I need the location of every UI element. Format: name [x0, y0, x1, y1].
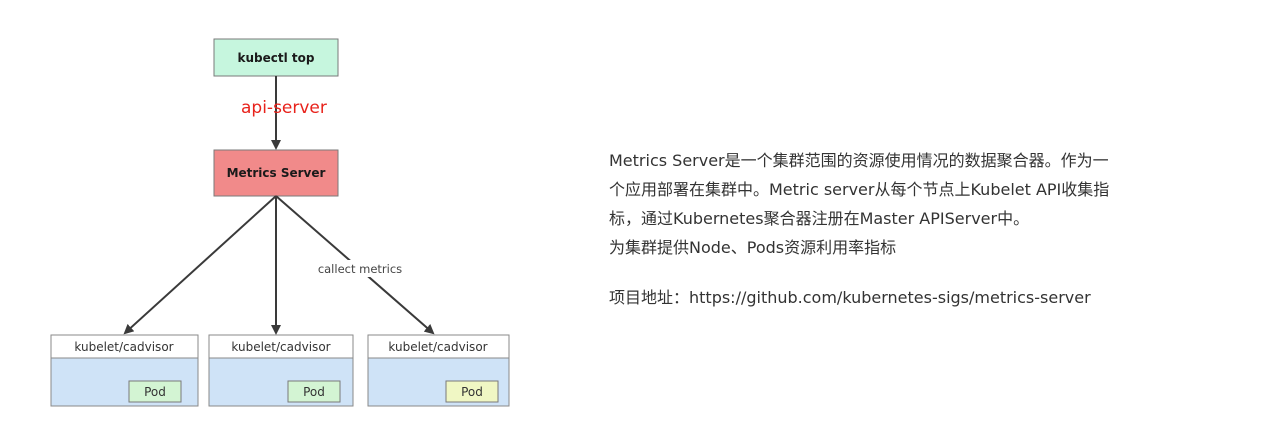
description-block: Metrics Server是一个集群范围的资源使用情况的数据聚合器。作为一 个… [609, 146, 1257, 312]
description-line-2: 个应用部署在集群中。Metric server从每个节点上Kubelet API… [609, 180, 1110, 199]
metrics-server-label: Metrics Server [227, 166, 326, 180]
node-1: kubelet/cadvisor Pod [50, 334, 199, 407]
node-3-pod-label: Pod [461, 385, 483, 399]
kubectl-top-box: kubectl top [213, 38, 339, 77]
paragraph-gap [609, 262, 1257, 283]
node-2-pod [287, 380, 341, 403]
collect-arrow-left [123, 195, 277, 335]
node-3-pod [445, 380, 499, 403]
architecture-diagram: kubectl top api-server Metrics Server ca… [50, 38, 510, 407]
node-1-label: kubelet/cadvisor [74, 340, 173, 354]
api-server-label: api-server [241, 98, 327, 118]
node-3: kubelet/cadvisor Pod [367, 334, 510, 407]
node-3-label: kubelet/cadvisor [388, 340, 487, 354]
node-2-pod-label: Pod [303, 385, 325, 399]
collect-label-backing [313, 260, 407, 277]
node-2: kubelet/cadvisor Pod [208, 334, 354, 407]
description-line-3: 标，通过Kubernetes聚合器注册在Master APIServer中。 [609, 209, 1030, 228]
node-1-pod [128, 380, 182, 403]
kubectl-top-label: kubectl top [238, 51, 315, 65]
description-line-1: Metrics Server是一个集群范围的资源使用情况的数据聚合器。作为一 [609, 151, 1109, 170]
node-2-label: kubelet/cadvisor [231, 340, 330, 354]
metrics-server-box: Metrics Server [213, 149, 339, 197]
project-address: 项目地址：https://github.com/kubernetes-sigs/… [609, 288, 1091, 307]
node-1-pod-label: Pod [144, 385, 166, 399]
collect-metrics-label: callect metrics [318, 262, 402, 276]
description-line-4: 为集群提供Node、Pods资源利用率指标 [609, 238, 897, 257]
